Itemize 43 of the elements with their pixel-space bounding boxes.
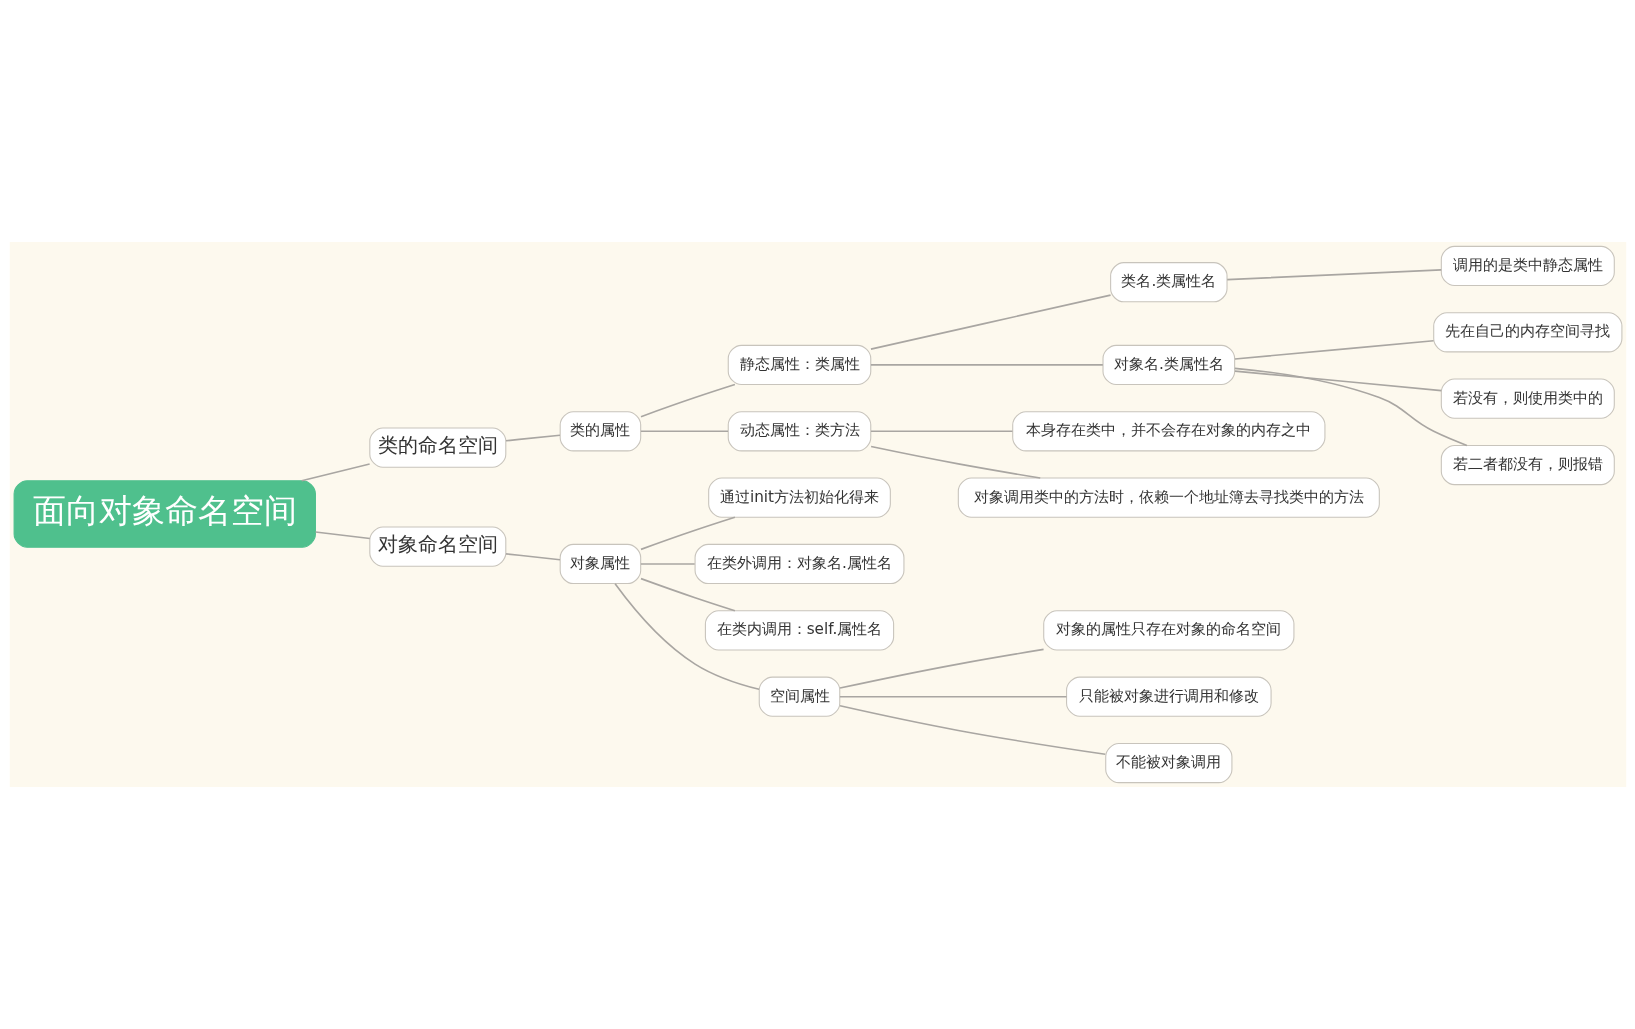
node-box: 对象的属性只存在对象的命名空间 xyxy=(1042,610,1294,651)
node-box: 对象命名空间 xyxy=(368,526,506,567)
node-box: 动态属性：类方法 xyxy=(727,411,871,452)
node-box: 对象名.类属性名 xyxy=(1101,344,1235,386)
connector xyxy=(639,383,736,418)
node-box: 对象调用类中的方法时，依赖一个地址簿去寻找类中的方法 xyxy=(957,477,1380,518)
connector xyxy=(639,563,695,565)
connector xyxy=(838,648,1044,689)
node-box: 类的属性 xyxy=(559,411,641,452)
connector xyxy=(504,434,561,442)
node-box: 通过init方法初始化得来 xyxy=(707,477,891,518)
connector xyxy=(1225,269,1442,281)
node-box: 不能被对象调用 xyxy=(1104,742,1232,784)
connector xyxy=(1233,340,1434,360)
connector xyxy=(1233,370,1442,392)
node-box: 在类外调用：对象名.属性名 xyxy=(694,543,904,585)
connector xyxy=(869,445,1041,479)
node-box: 类的命名空间 xyxy=(368,427,506,468)
node-box: 空间属性 xyxy=(758,676,840,717)
connector xyxy=(838,704,1106,756)
connector xyxy=(314,531,371,540)
connector xyxy=(1233,367,1468,447)
node-box: 调用的是类中静态属性 xyxy=(1440,245,1615,287)
connector xyxy=(504,553,561,561)
connector xyxy=(613,582,760,691)
connector xyxy=(300,463,370,482)
connector xyxy=(639,577,736,612)
connector xyxy=(639,430,729,433)
node-box: 若二者都没有，则报错 xyxy=(1440,444,1615,486)
node-box: 类名.类属性名 xyxy=(1109,262,1228,303)
node-box: 静态属性：类属性 xyxy=(727,344,871,386)
connector xyxy=(639,516,736,551)
node-box: 在类内调用：self.属性名 xyxy=(704,610,894,651)
node-box: 面向对象命名空间 xyxy=(13,480,316,548)
connector xyxy=(869,294,1111,350)
node-box: 若没有，则使用类中的 xyxy=(1440,378,1615,419)
node-box: 对象属性 xyxy=(559,543,641,585)
node-box: 先在自己的内存空间寻找 xyxy=(1432,312,1622,353)
connector xyxy=(869,430,1013,433)
connector xyxy=(838,695,1067,698)
node-box: 只能被对象进行调用和修改 xyxy=(1065,676,1272,717)
connector xyxy=(869,364,1104,366)
node-box: 本身存在类中，并不会存在对象的内存之中 xyxy=(1011,411,1325,452)
